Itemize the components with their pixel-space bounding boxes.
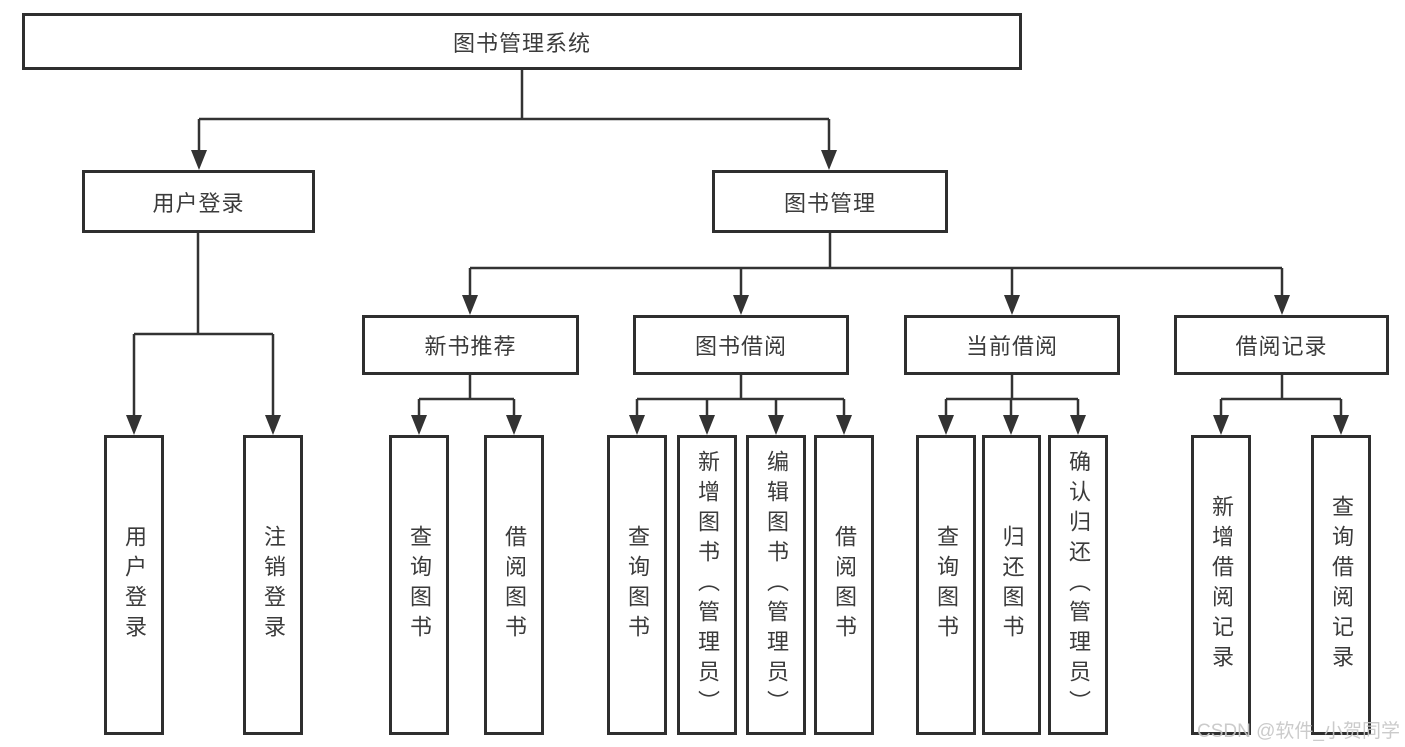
node-book-management: 图书管理 (712, 170, 948, 233)
connector-newrec-to-leaves (411, 375, 522, 435)
connector-bookborrow-to-leaves (629, 375, 852, 435)
connector-currentborrow-to-leaves (938, 375, 1086, 435)
node-book-management-label: 图书管理 (783, 190, 876, 216)
leaf-return-books-label: 归还图书 (999, 525, 1025, 645)
leaf-user-login: 用户登录 (104, 435, 164, 735)
leaf-borrow-books-label: 借阅图书 (832, 525, 857, 645)
connector-records-to-leaves (1213, 375, 1349, 435)
node-new-book-recommend-label: 新书推荐 (424, 334, 517, 359)
node-borrow-records-label: 借阅记录 (1235, 334, 1328, 359)
leaf-edit-books-admin-label: 编辑图书（管理员） (764, 450, 789, 720)
node-borrow-records: 借阅记录 (1174, 315, 1389, 375)
node-user-login-label: 用户登录 (152, 190, 245, 216)
leaf-query-books-borrow-label: 查询图书 (625, 525, 650, 645)
node-new-book-recommend: 新书推荐 (362, 315, 579, 375)
leaf-add-books-admin-label: 新增图书（管理员） (695, 450, 720, 720)
connector-root-to-level2 (191, 70, 837, 170)
leaf-query-books-current: 查询图书 (916, 435, 976, 735)
node-current-borrow-label: 当前借阅 (965, 334, 1058, 359)
leaf-add-borrow-record: 新增借阅记录 (1191, 435, 1251, 735)
leaf-query-books-current-label: 查询图书 (934, 525, 959, 645)
node-book-borrow-label: 图书借阅 (694, 334, 787, 359)
leaf-query-books-recommend: 查询图书 (389, 435, 449, 735)
leaf-query-books-recommend-label: 查询图书 (407, 525, 432, 645)
node-user-login: 用户登录 (82, 170, 315, 233)
node-current-borrow: 当前借阅 (904, 315, 1120, 375)
leaf-logout-label: 注销登录 (261, 525, 286, 645)
node-book-borrow: 图书借阅 (633, 315, 849, 375)
node-root-system: 图书管理系统 (22, 13, 1022, 70)
leaf-query-borrow-record: 查询借阅记录 (1311, 435, 1371, 735)
leaf-user-login-label: 用户登录 (122, 525, 147, 645)
leaf-query-borrow-record-label: 查询借阅记录 (1329, 495, 1354, 675)
connector-bookmgmt-to-level3 (462, 233, 1290, 315)
connector-userlogin-to-leaves (126, 233, 281, 435)
leaf-query-books-borrow: 查询图书 (607, 435, 667, 735)
leaf-return-books: 归还图书 (982, 435, 1041, 735)
leaf-logout: 注销登录 (243, 435, 303, 735)
leaf-borrow-books-recommend: 借阅图书 (484, 435, 544, 735)
leaf-confirm-return-admin: 确认归还（管理员） (1048, 435, 1108, 735)
leaf-confirm-return-admin-label: 确认归还（管理员） (1066, 450, 1091, 720)
leaf-add-borrow-record-label: 新增借阅记录 (1209, 495, 1234, 675)
leaf-add-books-admin: 新增图书（管理员） (677, 435, 737, 735)
node-root-label: 图书管理系统 (452, 30, 591, 56)
leaf-borrow-books-recommend-label: 借阅图书 (502, 525, 527, 645)
leaf-borrow-books: 借阅图书 (814, 435, 874, 735)
leaf-edit-books-admin: 编辑图书（管理员） (746, 435, 806, 735)
